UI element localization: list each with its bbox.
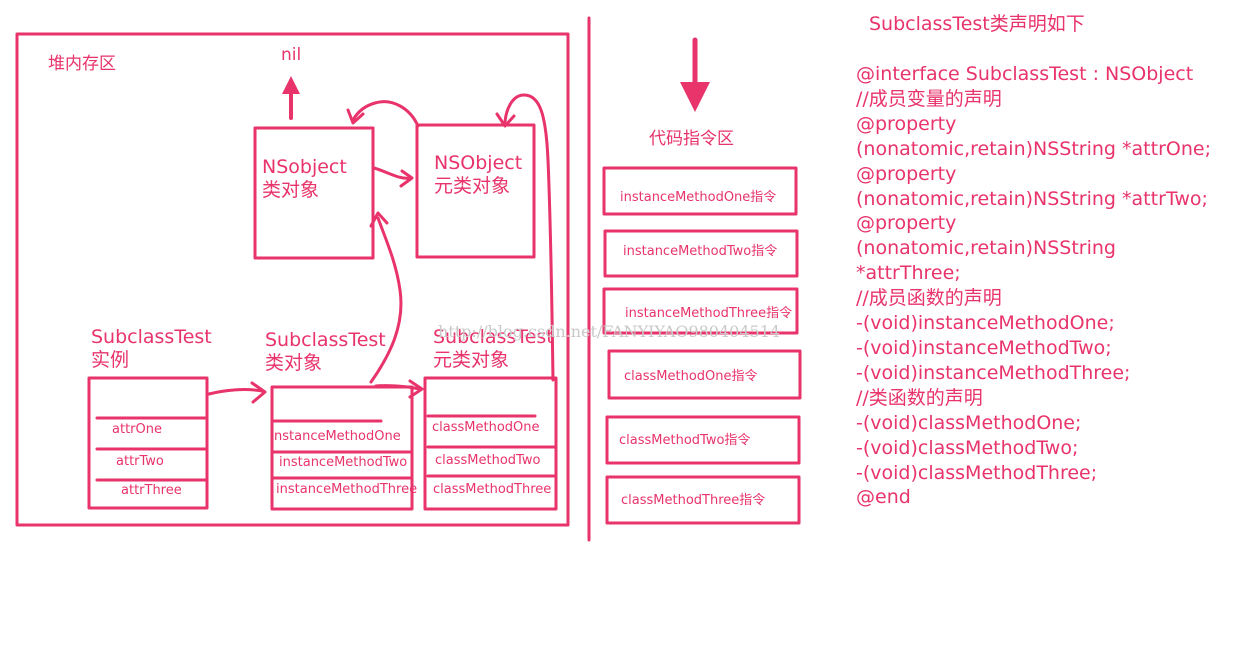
instance-row: attrOne bbox=[112, 422, 162, 437]
meta-object-line1: SubclassTest bbox=[433, 326, 554, 348]
meta-object-row: classMethodTwo bbox=[435, 453, 541, 468]
instruction-label: classMethodThree指令 bbox=[621, 493, 766, 508]
heap-title: 堆内存区 bbox=[48, 54, 116, 74]
nil-label: nil bbox=[281, 45, 302, 65]
code-line: @end bbox=[856, 486, 911, 509]
instance-line1: SubclassTest bbox=[91, 326, 212, 348]
instruction-box bbox=[607, 349, 802, 400]
class-object-line2: 类对象 bbox=[265, 352, 323, 374]
instruction-box bbox=[602, 166, 798, 216]
code-line: -(void)instanceMethodTwo; bbox=[856, 336, 1112, 359]
superclass-arrow bbox=[369, 216, 403, 384]
instance-box bbox=[87, 376, 209, 510]
class-object-line1: SubclassTest bbox=[265, 329, 386, 351]
meta-super-arrow-head bbox=[495, 112, 516, 128]
code-line: (nonatomic,retain)NSString bbox=[856, 237, 1116, 260]
code-area-arrow-head bbox=[680, 82, 710, 112]
code-line: -(void)instanceMethodOne; bbox=[856, 312, 1115, 335]
code-line: @property bbox=[856, 162, 957, 185]
instruction-label: instanceMethodOne指令 bbox=[620, 190, 777, 205]
declaration-title: SubclassTest类声明如下 bbox=[869, 13, 1085, 35]
instance-line2: 实例 bbox=[91, 349, 130, 371]
code-line: -(void)classMethodThree; bbox=[856, 461, 1098, 484]
class-object-row: nstanceMethodOne bbox=[274, 429, 401, 444]
instruction-box bbox=[605, 475, 801, 525]
watermark: http://blog.csdn.net/FANYIYAO980404514 bbox=[438, 322, 781, 341]
meta-super-arrow bbox=[503, 93, 555, 382]
nsobject-meta-line2: 元类对象 bbox=[434, 175, 511, 197]
instruction-label: classMethodOne指令 bbox=[624, 369, 758, 384]
code-line: //成员变量的声明 bbox=[856, 87, 1002, 110]
instance-row: attrTwo bbox=[116, 454, 164, 469]
code-line: //类函数的声明 bbox=[856, 386, 983, 409]
code-line: (nonatomic,retain)NSString *attrTwo; bbox=[856, 187, 1208, 210]
code-line: (nonatomic,retain)NSString *attrOne; bbox=[856, 137, 1211, 160]
class-object-box bbox=[270, 385, 414, 511]
instruction-label: classMethodTwo指令 bbox=[619, 433, 751, 448]
code-area-title: 代码指令区 bbox=[649, 129, 734, 149]
isa-arrow-class bbox=[374, 384, 422, 391]
code-line: @interface SubclassTest : NSObject bbox=[856, 63, 1194, 85]
meta-object-row: classMethodThree bbox=[433, 482, 552, 497]
heap-region-frame bbox=[15, 32, 570, 527]
code-line: @property bbox=[856, 212, 957, 235]
declaration-code: @interface SubclassTest : NSObject //成员变… bbox=[856, 62, 1211, 510]
instruction-label: instanceMethodTwo指令 bbox=[623, 244, 778, 259]
instruction-label: instanceMethodThree指令 bbox=[625, 306, 793, 321]
isa-arrow-instance bbox=[207, 388, 264, 396]
code-line: -(void)classMethodTwo; bbox=[856, 436, 1079, 459]
meta-object-box bbox=[423, 376, 558, 511]
code-line: *attrThree; bbox=[856, 262, 961, 285]
nsobject-class-line1: NSobject bbox=[262, 156, 347, 178]
instruction-box bbox=[603, 229, 799, 278]
nsobject-class-box bbox=[253, 126, 375, 260]
nsobject-class-line2: 类对象 bbox=[262, 179, 320, 201]
instance-row: attrThree bbox=[121, 483, 182, 498]
instruction-box bbox=[602, 287, 799, 335]
isa-arrow-instance-head bbox=[250, 381, 267, 404]
meta-loop-arrow bbox=[351, 100, 420, 128]
meta-object-row: classMethodOne bbox=[432, 420, 540, 435]
code-line: -(void)instanceMethodThree; bbox=[856, 361, 1131, 384]
code-line: //成员函数的声明 bbox=[856, 287, 1002, 310]
class-object-row: instanceMethodThree bbox=[276, 482, 418, 497]
meta-loop-arrow-head bbox=[346, 108, 365, 125]
superclass-arrow-head bbox=[369, 211, 389, 228]
code-line: -(void)classMethodOne; bbox=[856, 411, 1082, 434]
nsobject-meta-box bbox=[415, 123, 536, 259]
class-object-row: instanceMethodTwo bbox=[279, 455, 408, 470]
nsobject-isa-arrow-head bbox=[399, 169, 414, 188]
isa-arrow-class-head bbox=[408, 379, 424, 399]
nsobject-meta-line1: NSObject bbox=[434, 152, 523, 174]
instruction-box bbox=[605, 415, 801, 465]
meta-object-line2: 元类对象 bbox=[433, 349, 510, 371]
nil-arrow-head bbox=[282, 76, 300, 94]
nsobject-isa-arrow bbox=[372, 166, 412, 180]
code-line: @property bbox=[856, 112, 957, 135]
